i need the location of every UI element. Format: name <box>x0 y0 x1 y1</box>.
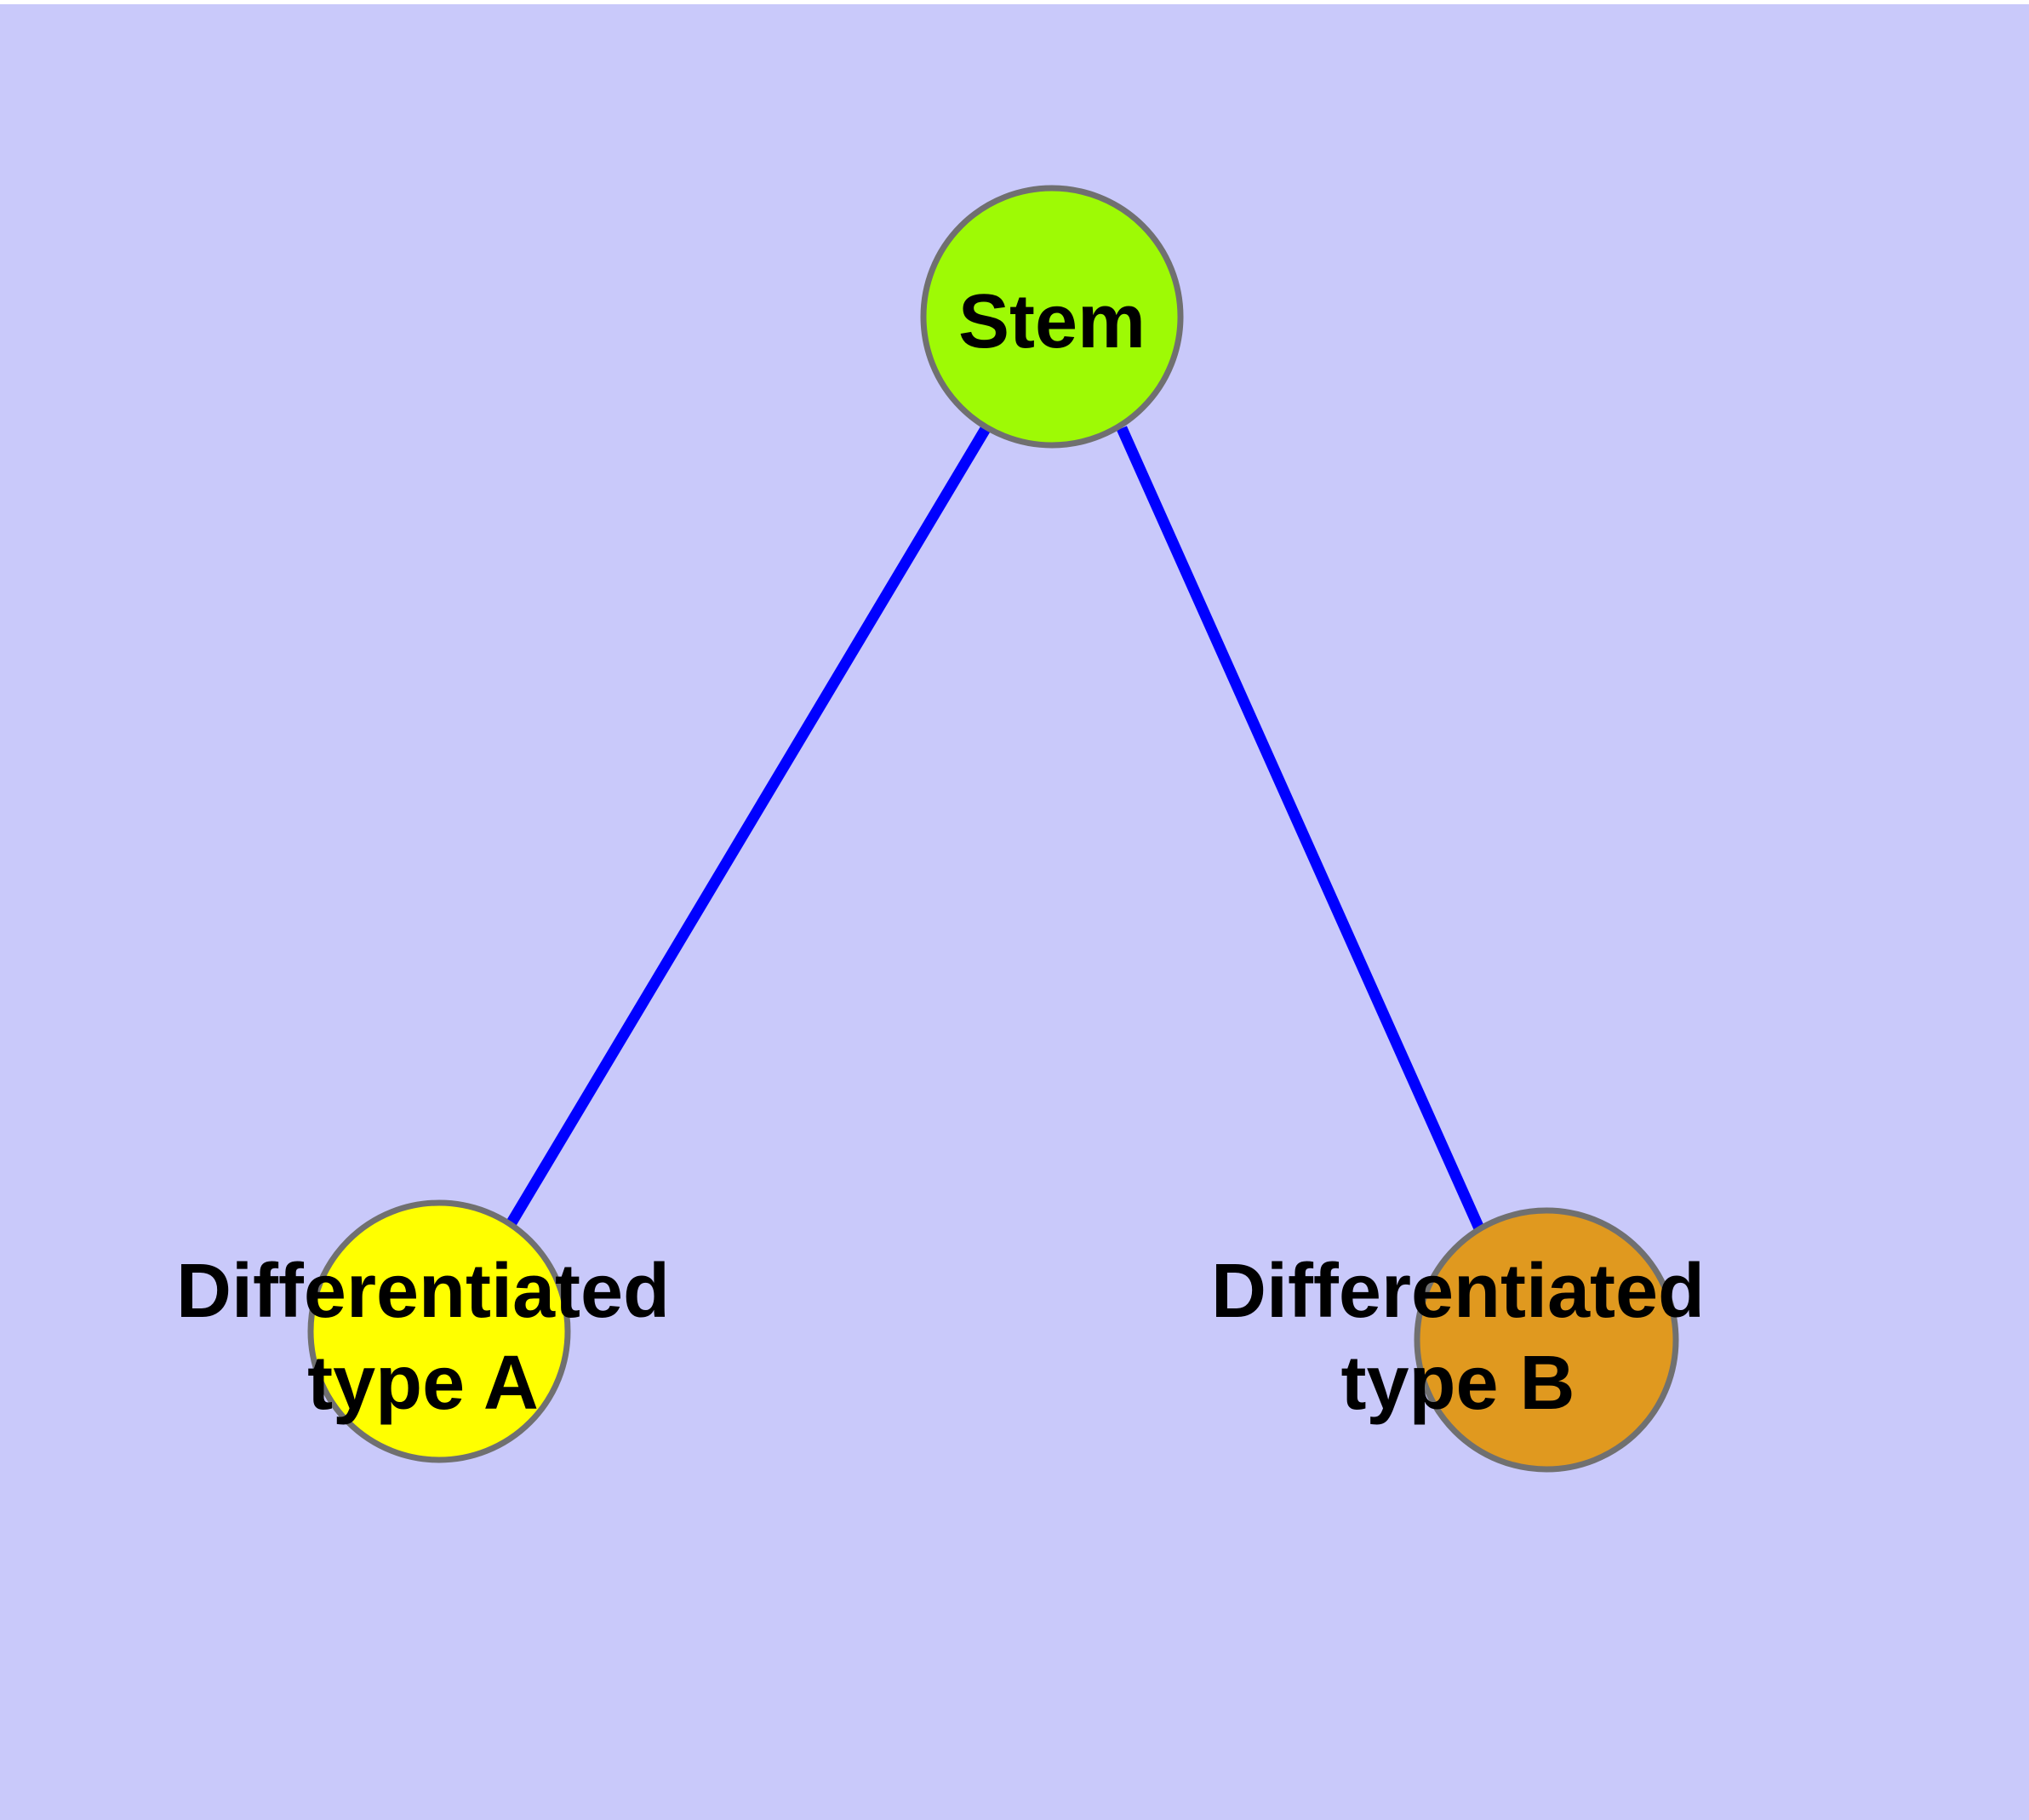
graph-node-diff-b[interactable] <box>1414 1207 1679 1473</box>
graph-node-label-stem: Stem <box>958 279 1146 364</box>
edges-layer <box>506 424 1484 1231</box>
graph-node-diff-a[interactable] <box>307 1199 571 1463</box>
nodes-layer <box>307 185 1679 1473</box>
graph-edge[interactable] <box>506 424 992 1228</box>
graph-node-stem[interactable] <box>920 185 1184 449</box>
graph-edge[interactable] <box>1117 426 1484 1231</box>
